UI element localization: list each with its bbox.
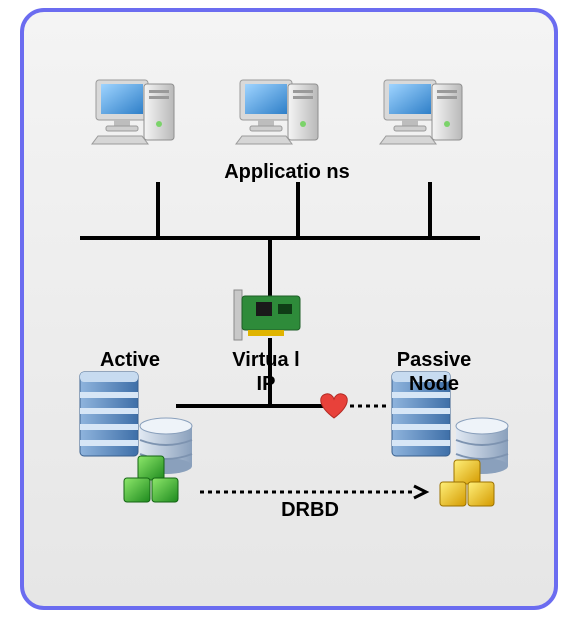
drbd-label: DRBD	[281, 499, 339, 521]
passive-node-label: Passive Node	[396, 349, 472, 395]
drbd-replication-arrow	[200, 484, 430, 500]
active-node-label: Active	[99, 349, 161, 371]
applications-label: Applicatio ns	[224, 161, 350, 183]
network-card-icon	[233, 289, 301, 341]
server-icon	[79, 371, 139, 457]
heart-icon	[320, 393, 348, 419]
cubes-icon	[439, 459, 495, 507]
cubes-icon	[123, 455, 179, 503]
virtual-ip-label: Virtua l IP	[232, 349, 300, 395]
